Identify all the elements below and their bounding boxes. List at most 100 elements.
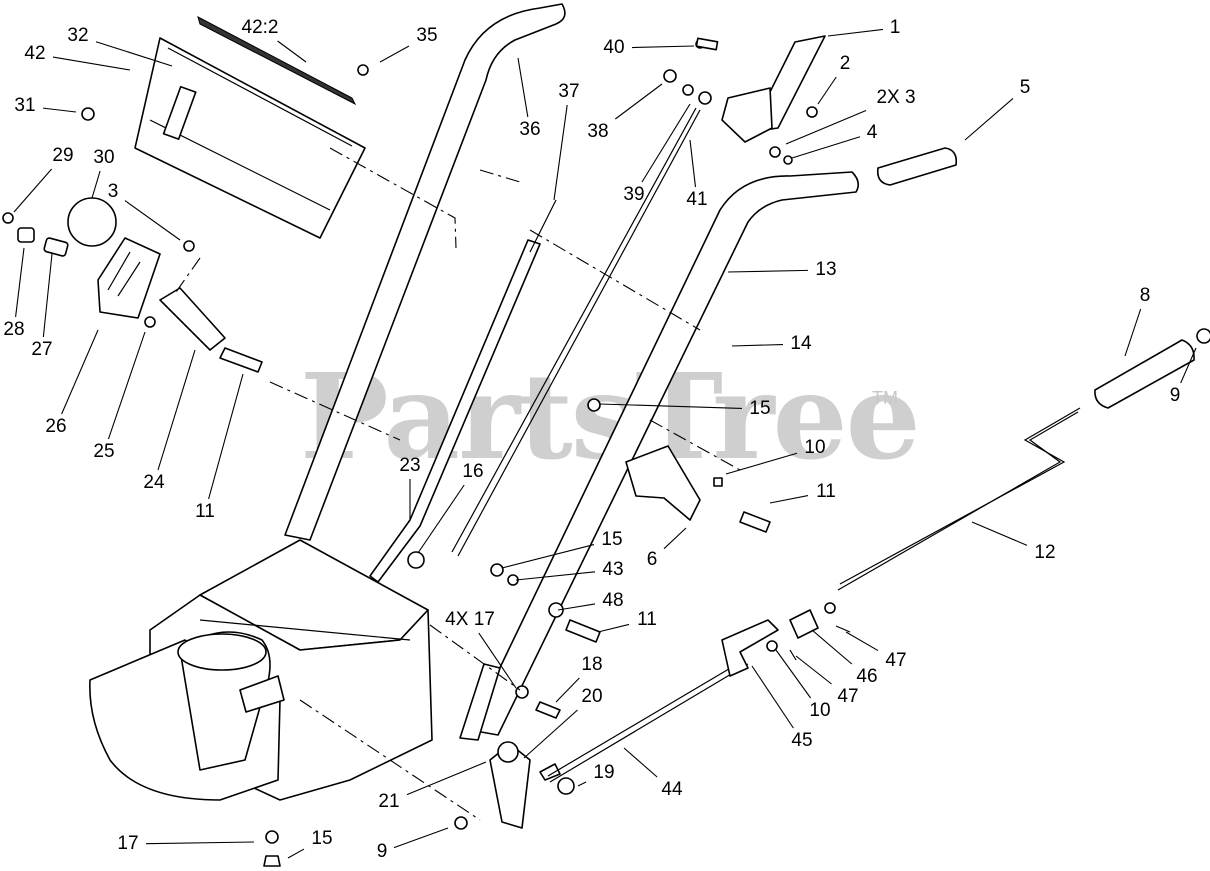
leader-line (725, 452, 798, 475)
rod-44 (547, 659, 745, 777)
callout-c21: 21 (378, 761, 487, 812)
leader-line (157, 349, 196, 471)
callout-label: 4 (867, 122, 878, 143)
callout-c32: 32 (67, 25, 173, 67)
leader-line (615, 83, 663, 120)
callout-c45: 45 (751, 665, 813, 751)
callout-label: 2X 3 (876, 87, 915, 108)
callout-c3a: 2X 3 (785, 87, 916, 145)
leader-line (791, 136, 861, 159)
callout-c38: 38 (587, 83, 663, 142)
ball-knob-30 (67, 197, 117, 247)
control-bracket-cluster (2, 197, 263, 373)
grip-8 (1094, 339, 1195, 409)
leader-line (124, 200, 181, 241)
cap-9 (1196, 328, 1210, 344)
callout-label: 10 (809, 700, 830, 721)
callout-label: 11 (637, 609, 657, 630)
callout-c37: 37 (553, 81, 580, 201)
callout-c11b: 11 (195, 373, 244, 522)
callout-c31: 31 (14, 95, 77, 116)
leader-line (631, 45, 695, 49)
leader-line (478, 632, 517, 689)
knob-31 (81, 107, 95, 121)
callout-c9a: 9 (1170, 347, 1197, 406)
leader-line (145, 841, 255, 845)
callout-label: 15 (749, 398, 770, 419)
callout-c25: 25 (93, 331, 146, 462)
leader-line (555, 677, 580, 703)
callout-label: 26 (45, 416, 66, 437)
upper-handle-36 (284, 3, 566, 541)
callout-c28: 28 (3, 247, 25, 340)
callout-label: 23 (399, 455, 420, 476)
callout-label: 10 (804, 437, 825, 458)
callout-c39: 39 (623, 103, 691, 205)
callout-label: 48 (602, 590, 623, 611)
leader-line (13, 168, 53, 213)
leader-line (785, 110, 867, 145)
callout-c20: 20 (523, 686, 603, 759)
callout-c5: 5 (964, 77, 1031, 141)
lever-assembly (663, 35, 826, 165)
leader-line (557, 603, 596, 611)
callout-c13: 13 (727, 259, 837, 280)
right-handle-13 (469, 171, 860, 736)
leader-line (727, 269, 809, 273)
callout-label: 43 (602, 559, 623, 580)
callout-c10a: 10 (725, 437, 826, 475)
callout-c15c: 15 (287, 828, 333, 859)
callout-c19: 19 (577, 762, 615, 787)
watermark-trademark: TM (872, 388, 898, 408)
callout-label: 25 (93, 441, 114, 462)
callout-label: 29 (52, 145, 73, 166)
lower-hardware (263, 551, 601, 867)
callout-c11c: 11 (597, 609, 657, 633)
leader-line (515, 571, 596, 581)
callout-label: 17 (117, 833, 138, 854)
callout-c8: 8 (1124, 285, 1150, 357)
leader-line (501, 544, 595, 569)
leader-line (964, 97, 1014, 141)
callout-label: 16 (462, 461, 483, 482)
callout-c24: 24 (143, 349, 196, 493)
callout-c15b: 15 (501, 529, 623, 569)
leader-line (599, 403, 743, 409)
callout-c40: 40 (603, 37, 695, 58)
leader-line (417, 484, 465, 554)
callout-label: 39 (623, 184, 644, 205)
callout-label: 35 (416, 25, 437, 46)
callout-c30: 30 (91, 147, 115, 199)
callout-label: 5 (1020, 77, 1031, 98)
callout-label: 42 (24, 43, 45, 64)
leader-line (641, 103, 691, 183)
leader-line (91, 170, 101, 199)
leader-line (577, 781, 587, 787)
callout-label: 30 (93, 147, 114, 168)
callout-c46: 46 (811, 629, 878, 687)
leader-line (42, 107, 77, 113)
leader-line (208, 373, 244, 500)
leader-line (817, 76, 837, 105)
callout-c417: 4X 17 (445, 609, 517, 689)
spring-16 (407, 551, 425, 569)
bracket-6 (587, 398, 771, 533)
callout-c44: 44 (623, 747, 683, 800)
leader-line (1124, 308, 1142, 357)
callout-c422: 42:2 (242, 17, 307, 63)
leader-line (52, 56, 131, 71)
callout-c16: 16 (417, 461, 484, 554)
callout-c29: 29 (13, 145, 74, 213)
callout-label: 47 (837, 686, 858, 707)
leader-line (61, 329, 99, 415)
callout-label: 14 (790, 333, 812, 354)
callout-label: 11 (816, 481, 836, 502)
leader-line (795, 655, 832, 685)
leader-line (811, 629, 853, 665)
callout-c4: 4 (791, 122, 878, 159)
leader-line (597, 623, 630, 633)
callout-c2: 2 (817, 53, 850, 105)
leader-line (731, 343, 784, 347)
